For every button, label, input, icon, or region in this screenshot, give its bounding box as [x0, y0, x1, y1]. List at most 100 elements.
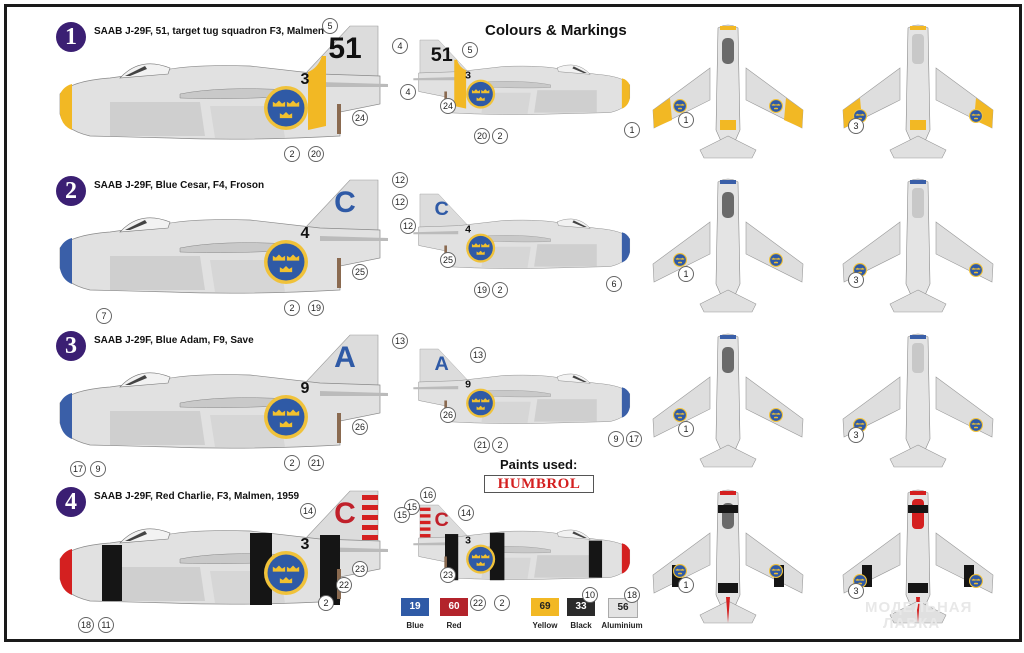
lower-panel: [534, 90, 597, 113]
roundel: [769, 564, 783, 578]
fuselage-code: 3: [301, 71, 310, 88]
callout-marker: 2: [284, 300, 300, 316]
cockpit: [722, 347, 734, 373]
tailplane: [413, 385, 459, 390]
fuselage-code: 3: [465, 534, 471, 546]
crown-icon: [971, 422, 976, 425]
top-view: [652, 178, 804, 313]
crown-icon: [974, 582, 978, 585]
paint-swatch-label: Aluminium: [601, 621, 643, 630]
callout-marker: 9: [608, 431, 624, 447]
callout-marker: 4: [392, 38, 408, 54]
lower-panel: [110, 567, 205, 601]
nose-band: [621, 543, 630, 574]
crown-icon: [855, 113, 860, 116]
tailplane-plan: [889, 444, 947, 468]
callout-marker: 7: [96, 308, 112, 324]
crown-icon: [976, 422, 981, 425]
roundel: [969, 263, 983, 277]
roundel: [673, 99, 687, 113]
tailplane-plan: [699, 135, 757, 159]
callout-marker: 13: [392, 333, 408, 349]
crown-icon: [776, 568, 781, 571]
crown-icon: [860, 578, 865, 581]
nose-band: [621, 232, 630, 263]
row-title: SAAB J-29F, Red Charlie, F3, Malmen, 195…: [94, 491, 300, 502]
tail-stripe: [419, 507, 431, 511]
watermark-line-2: ЛАВКА: [883, 615, 941, 632]
nose-band: [60, 549, 72, 595]
callout-marker: 3: [848, 427, 864, 443]
bottom-view: [842, 489, 994, 624]
fuselage-code: 4: [301, 225, 310, 242]
callout-marker: 1: [624, 122, 640, 138]
fuselage-code: 3: [301, 536, 310, 553]
paint-swatch-red: 60: [440, 598, 468, 616]
crown-icon: [771, 412, 776, 415]
tailplane: [320, 236, 388, 241]
top-view: [652, 24, 804, 159]
cockpit-frame: [572, 531, 587, 538]
callout-marker: 20: [474, 128, 490, 144]
paint-swatch-label: Yellow: [532, 621, 558, 630]
humbrol-logo: HUMBROL: [484, 475, 594, 493]
lower-panel: [534, 399, 597, 422]
callout-marker: 23: [352, 561, 368, 577]
callout-marker: 19: [474, 282, 490, 298]
callout-marker: 16: [420, 487, 436, 503]
tail-stripe: [362, 495, 378, 500]
crown-icon: [774, 261, 778, 264]
crown-icon: [776, 103, 781, 106]
crown-icon: [678, 107, 682, 110]
callout-marker: 17: [626, 431, 642, 447]
callout-marker: 2: [492, 128, 508, 144]
crown-icon: [974, 271, 978, 274]
callout-marker: 25: [440, 252, 456, 268]
intake-ducts: [912, 499, 924, 529]
watermark-line-1: МОДЕЛЬНАЯ: [865, 599, 973, 616]
callout-marker: 23: [440, 567, 456, 583]
fuselage-code: 4: [465, 223, 471, 235]
top-view: [652, 489, 804, 624]
crown-icon: [774, 107, 778, 110]
paint-swatch-label: Red: [446, 621, 462, 630]
cockpit-frame: [572, 375, 587, 382]
nose-marking: [910, 491, 926, 495]
crown-icon: [476, 250, 485, 255]
crown-icon: [279, 420, 293, 428]
callout-marker: 22: [470, 595, 486, 611]
callout-marker: 9: [90, 461, 106, 477]
port-side-view: 513: [59, 25, 388, 140]
crown-icon: [675, 412, 680, 415]
callout-marker: 20: [308, 146, 324, 162]
crown-icon: [774, 572, 778, 575]
tail-stripe: [419, 527, 431, 531]
callout-marker: 22: [336, 577, 352, 593]
callout-marker: 26: [352, 419, 368, 435]
callout-marker: 24: [440, 98, 456, 114]
crown-icon: [680, 103, 685, 106]
callout-marker: 5: [462, 42, 478, 58]
tail-band: [308, 56, 326, 130]
crown-icon: [678, 261, 682, 264]
paint-swatch-yellow: 69: [531, 598, 559, 616]
roundel: [769, 408, 783, 422]
row-title: SAAB J-29F, Blue Adam, F9, Save: [94, 335, 254, 346]
callout-marker: 12: [400, 218, 416, 234]
crown-icon: [272, 100, 286, 107]
roundel: [264, 86, 308, 130]
cockpit-frame: [125, 220, 147, 230]
crown-icon: [286, 254, 300, 261]
crown-icon: [855, 267, 860, 270]
lower-panel: [110, 411, 205, 445]
left-wing: [652, 221, 711, 283]
tail-code: A: [435, 353, 449, 375]
row-title: SAAB J-29F, 51, target tug squadron F3, …: [94, 26, 325, 37]
paint-swatch-blue: 19: [401, 598, 429, 616]
crown-icon: [976, 113, 981, 116]
intake-ducts: [912, 188, 924, 218]
crown-icon: [774, 416, 778, 419]
callout-marker: 2: [492, 282, 508, 298]
front-band: [102, 545, 122, 601]
paint-swatch-label: Black: [570, 621, 592, 630]
